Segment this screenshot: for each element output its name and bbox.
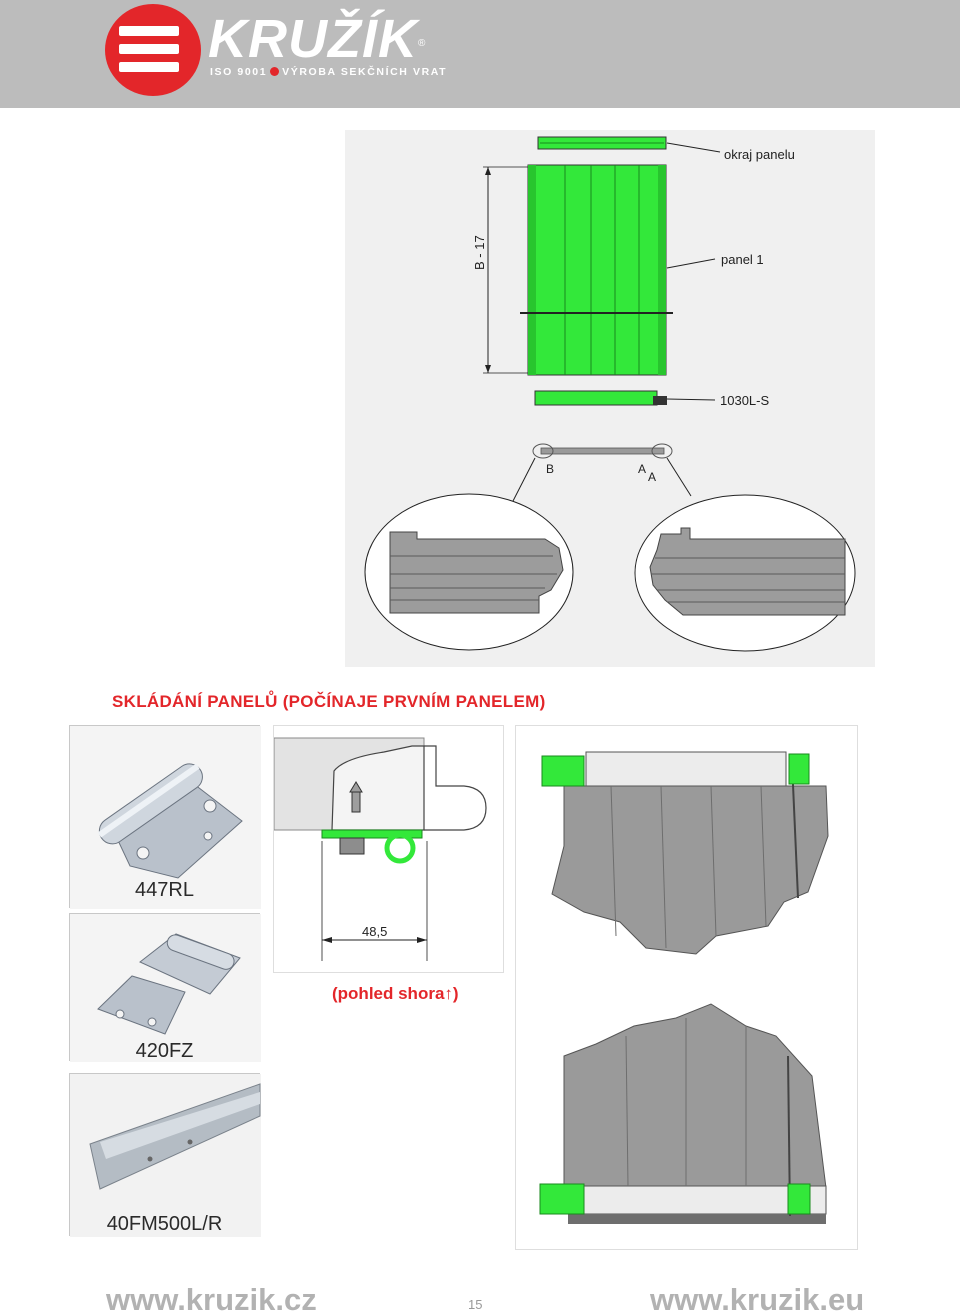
page-header: KRUŽÍK ® ISO 9001 VÝROBA SEKČNÍCH VRAT: [0, 0, 960, 108]
profile-cross-section: 48,5: [273, 725, 504, 973]
photo-label-420FZ: 420FZ: [135, 1040, 194, 1062]
dot-icon: [270, 67, 280, 76]
footer-url-cz[interactable]: www.kruzik.cz: [106, 1282, 317, 1314]
bottom-strip-1030L-S: [534, 390, 667, 406]
footer-url-eu[interactable]: www.kruzik.eu: [650, 1282, 865, 1314]
detail-b-circle: [364, 493, 574, 651]
hinge-447RL-image: [70, 726, 261, 909]
label-1030L-S: 1030L-S: [720, 393, 770, 408]
brand-tagline: ISO 9001 VÝROBA SEKČNÍCH VRAT: [210, 66, 447, 78]
dimension-line: [483, 166, 528, 374]
detail-a-circle: [634, 494, 856, 652]
label-okraj-panelu: okraj panelu: [724, 147, 795, 162]
section-title: SKLÁDÁNÍ PANELŮ (POČÍNAJE PRVNÍM PANELEM…: [112, 692, 546, 711]
hinge-420FZ-image: [70, 914, 261, 1062]
strip-40FM500LR-image: [70, 1074, 261, 1237]
tagline-text: VÝROBA SEKČNÍCH VRAT: [282, 66, 448, 78]
iso-label: ISO 9001: [210, 66, 268, 78]
dimension-48-5: 48,5: [362, 924, 388, 939]
profile-cross-section-svg: [274, 737, 487, 961]
brand-name: KRUŽÍK: [208, 9, 418, 69]
photo-40FM500LR: 40FM500L/R: [69, 1073, 261, 1237]
photo-420FZ: 420FZ: [69, 913, 261, 1062]
logo-icon: [105, 4, 201, 96]
panel-drawing-svg: [364, 136, 856, 652]
panel-exploded-drawing: [345, 130, 875, 667]
photo-label-447RL: 447RL: [135, 879, 194, 901]
label-dimension-b: B - 17: [472, 235, 487, 270]
label-detail-a2: A: [648, 470, 657, 484]
photo-label-40FM500LR: 40FM500L/R: [106, 1213, 223, 1235]
label-detail-a1: A: [638, 462, 647, 476]
view-note: (pohled shora↑): [332, 984, 459, 1003]
label-panel-1: panel 1: [721, 252, 764, 267]
registered-mark: ®: [418, 38, 426, 49]
label-detail-b: B: [546, 462, 555, 476]
panel-1-shape: [520, 164, 673, 376]
panel-side-profile: [512, 443, 692, 502]
photo-447RL: 447RL: [69, 725, 261, 909]
page-number: 15: [468, 1297, 483, 1312]
panel-edge-strip: [537, 136, 667, 150]
panel-assembly-svg: [539, 751, 829, 1224]
panel-assembly-drawing: [515, 725, 858, 1250]
